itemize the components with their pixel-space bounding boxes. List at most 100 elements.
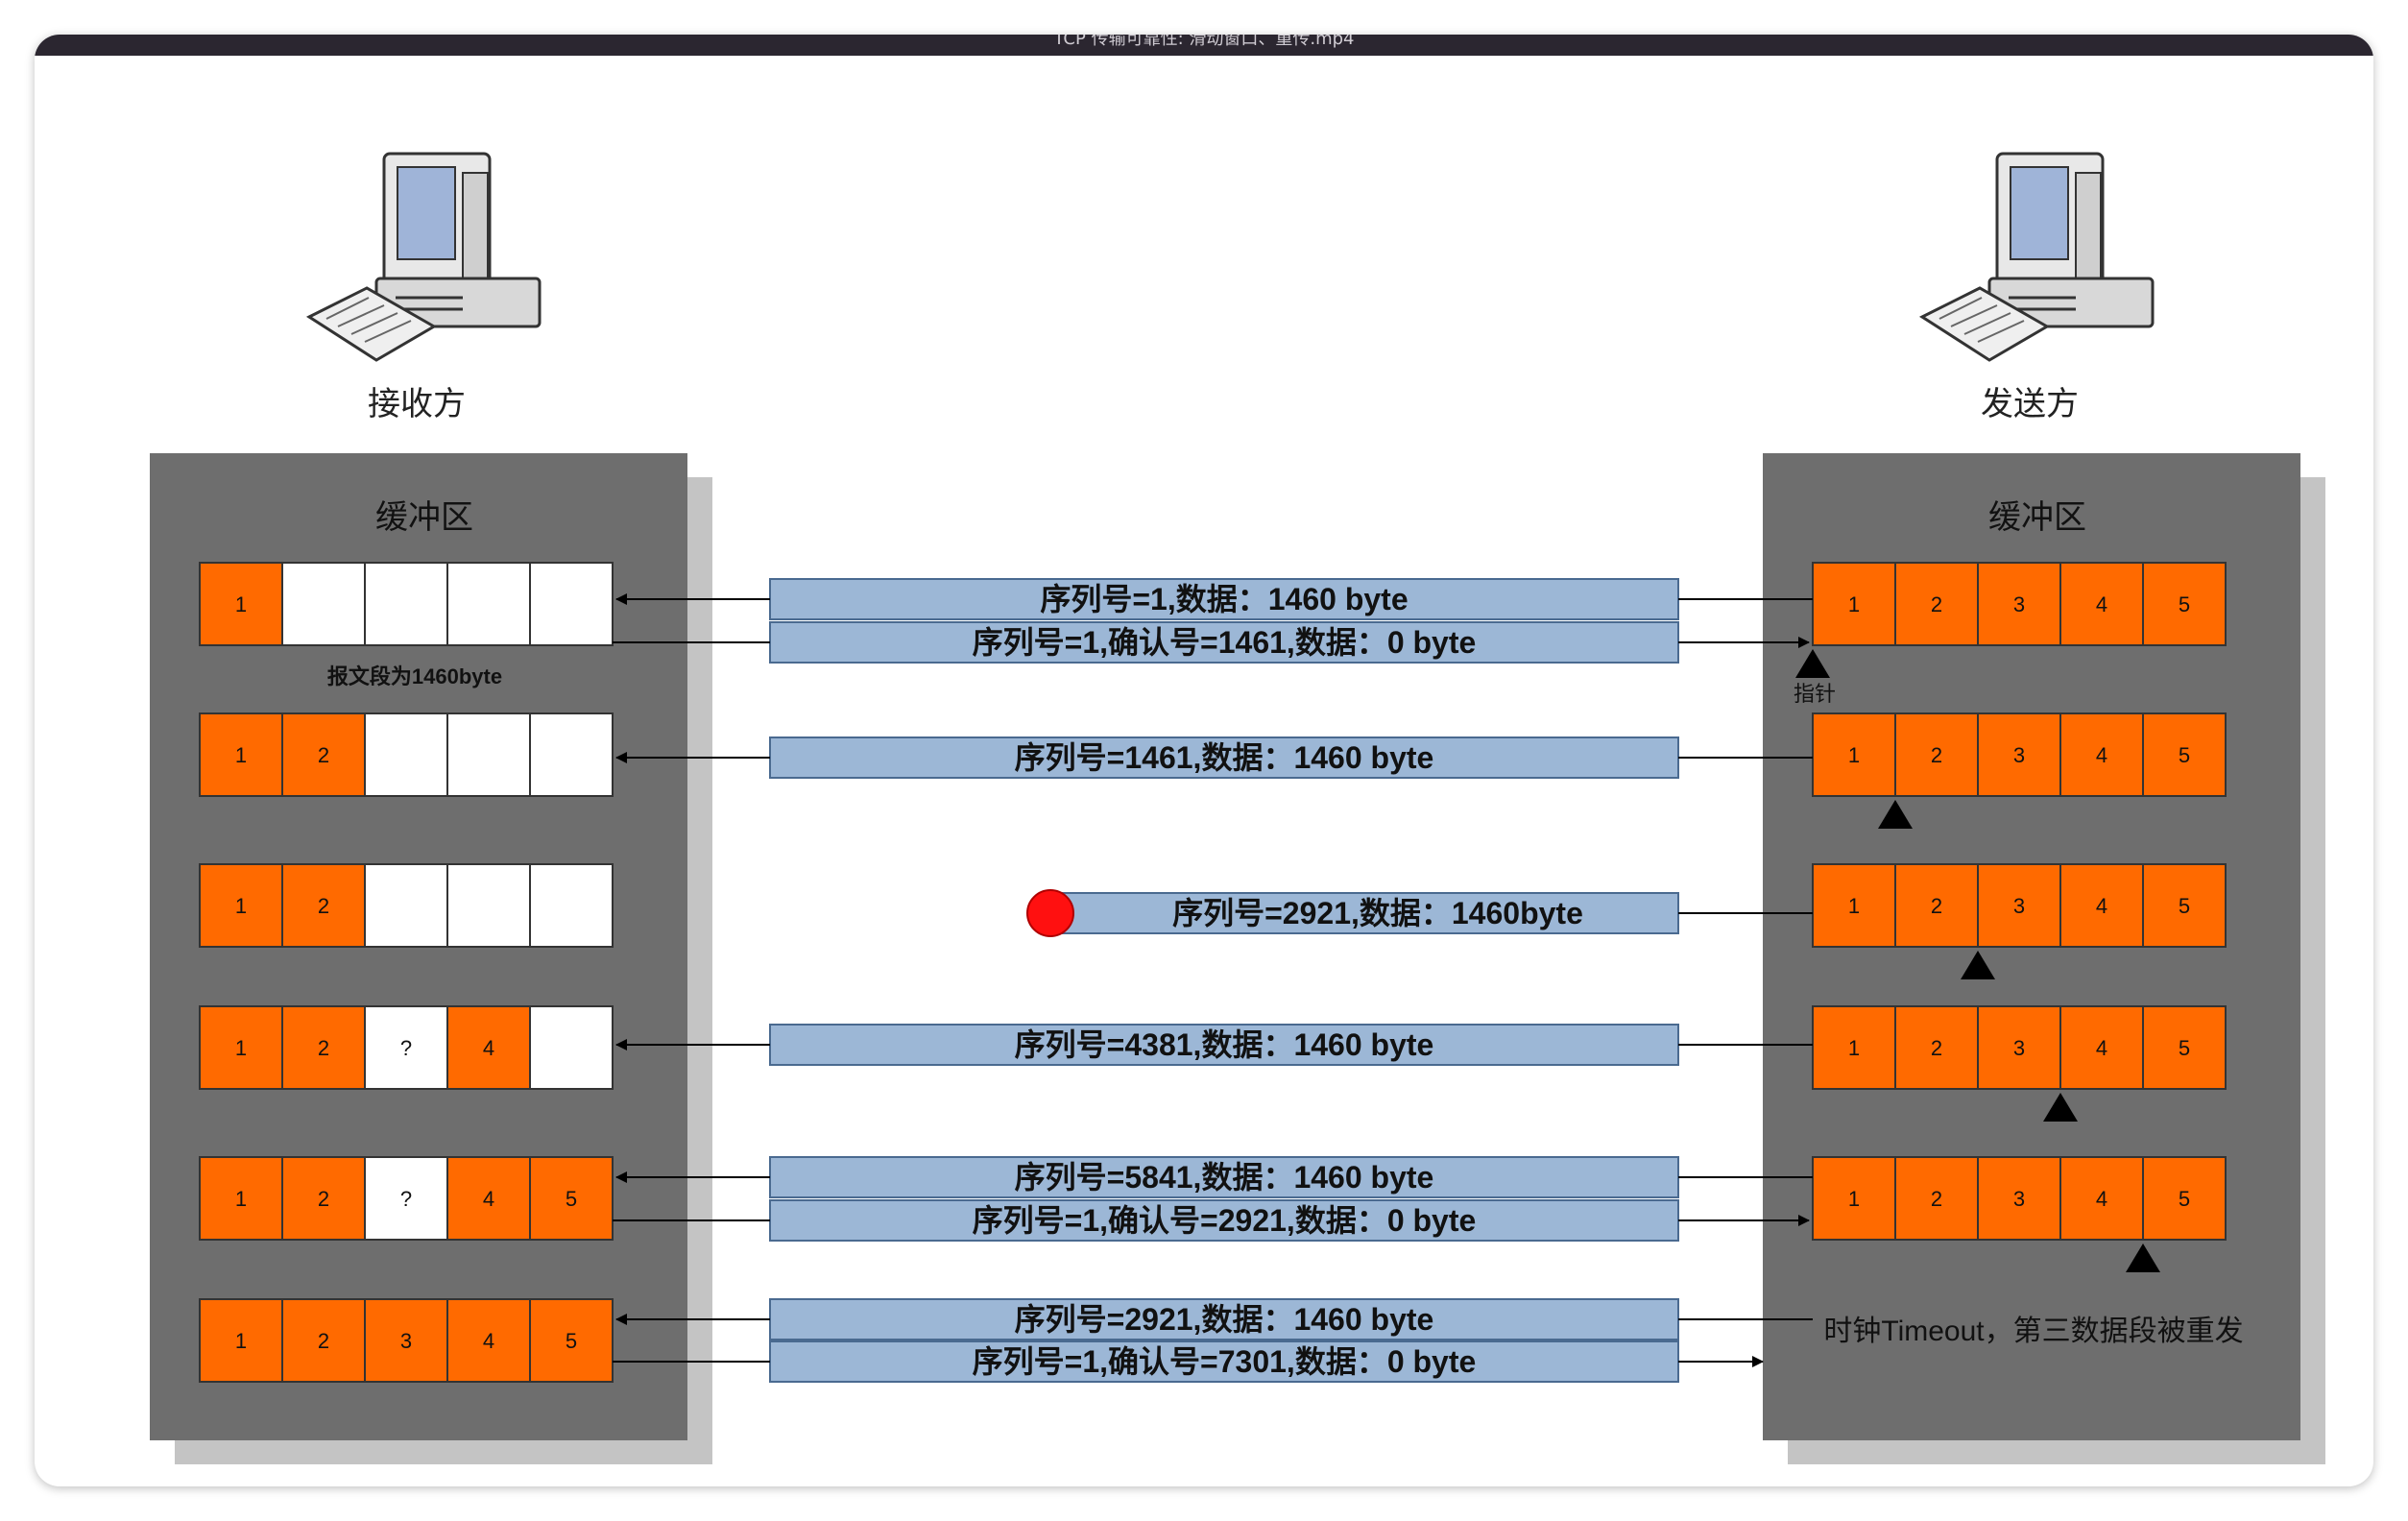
message-box xyxy=(769,1024,1679,1066)
sender-buffer-cell xyxy=(1977,712,2061,797)
receiver-cell-label: 2 xyxy=(318,1329,329,1353)
receiver-buffer-cell xyxy=(529,562,614,646)
sender-buffer-cell xyxy=(2142,1156,2227,1241)
segment-size-note: 报文段为1460byte xyxy=(327,664,502,688)
sender-cell-label: 4 xyxy=(2096,592,2107,616)
message-text: 序列号=2921,数据：1460 byte xyxy=(1015,1302,1434,1337)
message-box xyxy=(769,1340,1679,1383)
sender-cell-label: 2 xyxy=(1931,1187,1942,1211)
receiver-buffer-cell xyxy=(199,1156,283,1241)
sender-buffer-cell xyxy=(2142,712,2227,797)
video-title: TCP 传输可靠性: 滑动窗口、重传.mp4 xyxy=(1053,35,1355,49)
message-box xyxy=(769,1156,1679,1198)
sender-buffer-cell xyxy=(1977,1005,2061,1090)
sender-buffer-cell xyxy=(2059,712,2144,797)
lost-packet-icon xyxy=(1026,889,1074,937)
receiver-buffer-cell xyxy=(446,863,531,948)
pointer-triangle-icon xyxy=(1878,800,1913,829)
sender-buffer-cell xyxy=(2142,562,2227,646)
receiver-label: 接收方 xyxy=(368,386,466,422)
sender-cell-label: 4 xyxy=(2096,743,2107,767)
receiver-buffer-cell xyxy=(446,712,531,797)
sender-buffer-cell xyxy=(2142,1005,2227,1090)
sender-cell-label: 1 xyxy=(1848,1187,1860,1211)
receiver-buffer-cell xyxy=(446,1156,531,1241)
sender-cell-label: 3 xyxy=(2013,894,2025,918)
receiver-buffer-cell xyxy=(364,1298,448,1383)
message-to-receiver: 序列号=1,数据：1460 byte xyxy=(615,578,1813,620)
receiver-cell-label: 4 xyxy=(483,1329,494,1353)
receiver-buffer-cell xyxy=(529,712,614,797)
receiver-cell-label: 2 xyxy=(318,1036,329,1060)
receiver-buffer-cell xyxy=(446,562,531,646)
receiver-computer-icon xyxy=(305,152,542,362)
message-text: 序列号=5841,数据：1460 byte xyxy=(1015,1160,1434,1195)
sender-buffer-cell xyxy=(1894,712,1979,797)
sender-buffer-cell xyxy=(1812,863,1896,948)
receiver-buffer-cell xyxy=(364,1156,448,1241)
message-text: 序列号=1,确认号=7301,数据：0 byte xyxy=(973,1344,1477,1379)
sender-buffer-cell xyxy=(2142,863,2227,948)
message-box xyxy=(769,1298,1679,1340)
sender-cell-label: 3 xyxy=(2013,1187,2025,1211)
sender-cell-label: 3 xyxy=(2013,743,2025,767)
sender-buffer-cell xyxy=(1894,863,1979,948)
sender-cell-label: 5 xyxy=(2179,743,2190,767)
receiver-buffer-cell xyxy=(281,863,366,948)
pointer-triangle-icon xyxy=(1961,951,1995,979)
sender-cell-label: 4 xyxy=(2096,1036,2107,1060)
receiver-cell-label: 2 xyxy=(318,743,329,767)
sender-cell-label: 1 xyxy=(1848,592,1860,616)
receiver-buffer-cell xyxy=(199,1005,283,1090)
message-to-receiver: 序列号=5841,数据：1460 byte xyxy=(615,1156,1813,1198)
timeout-note: 时钟Timeout，第三数据段被重发 xyxy=(1823,1316,2243,1347)
sender-label: 发送方 xyxy=(1981,386,2079,422)
sender-buffer-cell xyxy=(1977,863,2061,948)
video-title-bar: TCP 传输可靠性: 滑动窗口、重传.mp4 xyxy=(35,35,2373,56)
sender-cell-label: 5 xyxy=(2179,592,2190,616)
messages: 序列号=1,数据：1460 byte 序列号=1,确认号=1461,数据：0 by… xyxy=(613,578,1813,1383)
receiver-buffer-cell xyxy=(281,1005,366,1090)
pointer-label: 指针 xyxy=(1794,682,1836,706)
sender-buffer-cell xyxy=(1812,712,1896,797)
pointer-triangle-icon xyxy=(1795,649,1830,678)
pointer-triangle-icon xyxy=(2043,1093,2078,1122)
message-box xyxy=(769,621,1679,664)
receiver-buffer-cell xyxy=(364,863,448,948)
receiver-cell-label: 1 xyxy=(235,743,247,767)
message-to-sender: 序列号=1,确认号=7301,数据：0 byte xyxy=(613,1340,1764,1383)
message-to-receiver: 序列号=2921,数据：1460 byte xyxy=(615,1298,1813,1340)
sender-cell-label: 4 xyxy=(2096,894,2107,918)
receiver-cell-label: 5 xyxy=(566,1329,577,1353)
receiver-cell-label: 2 xyxy=(318,894,329,918)
sender-cell-label: 2 xyxy=(1931,592,1942,616)
receiver-buffer-cell xyxy=(529,1298,614,1383)
receiver-buffer-cell xyxy=(199,712,283,797)
receiver-cell-label: 1 xyxy=(235,1187,247,1211)
receiver-buffer-cell xyxy=(199,1298,283,1383)
receiver-cell-label: 5 xyxy=(566,1187,577,1211)
message-text: 序列号=1461,数据：1460 byte xyxy=(1015,740,1434,775)
receiver-buffer-cell xyxy=(281,712,366,797)
receiver-cell-label: ? xyxy=(400,1036,412,1060)
message-to-receiver: 序列号=1461,数据：1460 byte xyxy=(615,736,1813,779)
sender-buffer-title: 缓冲区 xyxy=(1988,499,2086,536)
receiver-cell-label: 4 xyxy=(483,1187,494,1211)
sender-buffer-cell xyxy=(1812,1005,1896,1090)
message-text: 序列号=4381,数据：1460 byte xyxy=(1015,1027,1434,1062)
message-text: 序列号=1,确认号=1461,数据：0 byte xyxy=(973,625,1477,660)
pointer-triangle-icon xyxy=(2126,1243,2160,1272)
receiver-buffer-cell xyxy=(281,562,366,646)
sender-cell-label: 2 xyxy=(1931,1036,1942,1060)
message-lost: 序列号=2921,数据：1460byte xyxy=(1026,889,1813,937)
receiver-buffer-cell xyxy=(364,712,448,797)
